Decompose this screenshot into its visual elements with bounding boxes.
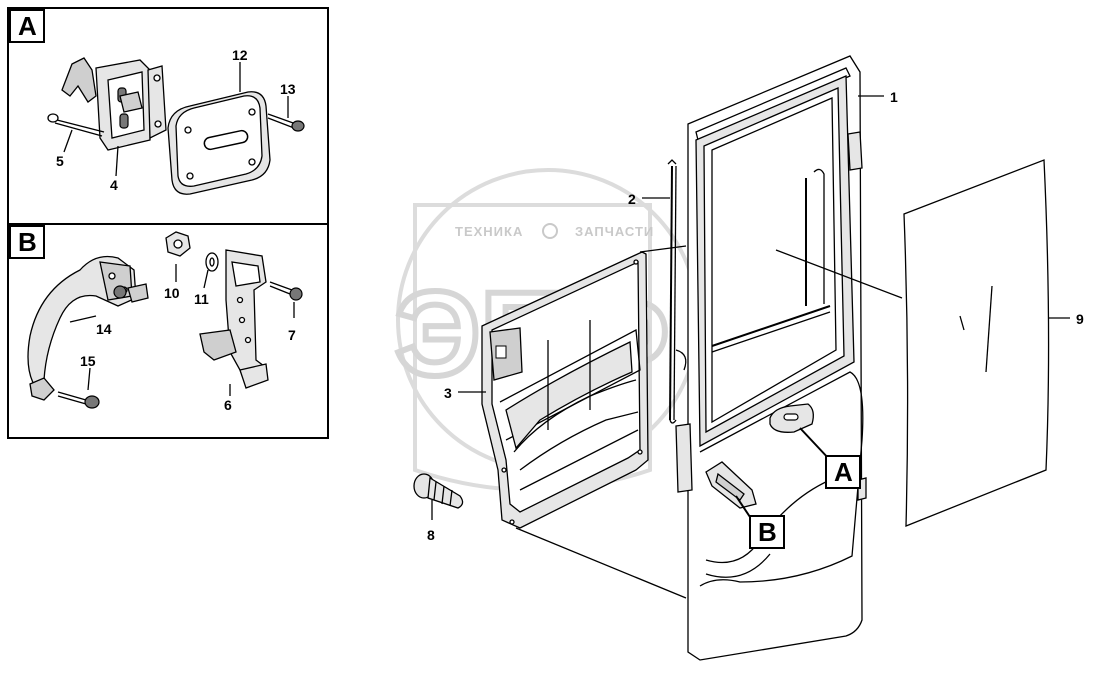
- watermark-text-left: ТЕХНИКА: [455, 224, 523, 239]
- washer-part: [205, 252, 219, 272]
- trim-screw-part: [413, 473, 464, 509]
- panel-b-badge: [9, 225, 45, 259]
- screw-part: [269, 281, 303, 301]
- part-label-14: 14: [96, 321, 112, 337]
- part-label-13: 13: [280, 81, 296, 97]
- part-label-2: 2: [628, 191, 636, 207]
- part-label-8: 8: [427, 527, 435, 543]
- panel-a: A: [7, 7, 329, 225]
- callout-a: A: [799, 427, 861, 489]
- grab-handle-part: [27, 255, 149, 401]
- callout-b: B: [735, 495, 785, 549]
- screw-part: [57, 391, 100, 409]
- screw-part: [47, 113, 105, 137]
- part-label-4: 4: [110, 177, 118, 193]
- latch-bracket-part: [199, 249, 269, 389]
- part-label-11: 11: [194, 291, 209, 307]
- panel-b: B: [7, 223, 329, 439]
- glass-pane-part: [903, 159, 1050, 527]
- panel-b-letter: B: [18, 227, 37, 257]
- part-label-5: 5: [56, 153, 64, 169]
- part-label-15: 15: [80, 353, 96, 369]
- panel-a-badge: [9, 9, 45, 43]
- part-label-7: 7: [288, 327, 296, 343]
- part-label-12: 12: [232, 47, 248, 63]
- watermark-gear-icon: [542, 223, 558, 239]
- callout-b-letter: B: [758, 517, 777, 547]
- part-label-1: 1: [890, 89, 898, 105]
- nut-part: [165, 231, 191, 257]
- escutcheon-plate-part: [167, 91, 271, 195]
- screw-part: [267, 113, 305, 132]
- callout-a-letter: A: [834, 457, 853, 487]
- seal-strip-part: [667, 159, 687, 424]
- lock-mechanism-part: [61, 57, 167, 151]
- part-label-9: 9: [1076, 311, 1084, 327]
- inner-trim-panel-part: [481, 251, 649, 529]
- door-shell-part: [675, 55, 867, 661]
- part-label-10: 10: [164, 285, 180, 301]
- part-label-6: 6: [224, 397, 232, 413]
- watermark-text-right: ЗАПЧАСТИ: [575, 224, 654, 239]
- part-label-3: 3: [444, 385, 452, 401]
- panel-a-letter: A: [18, 11, 37, 41]
